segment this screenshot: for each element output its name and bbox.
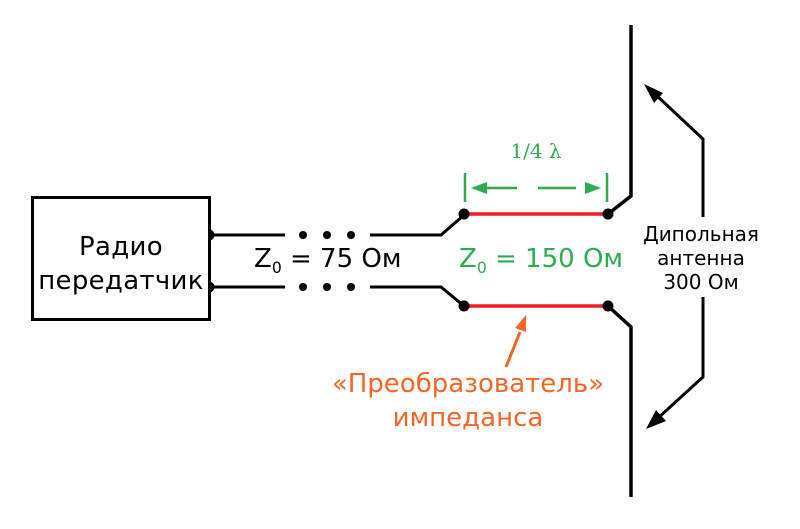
- impedance-subscript: 0: [476, 259, 487, 278]
- antenna-label-line1: Дипольная: [643, 222, 759, 246]
- transmitter-box: Радио передатчик: [31, 196, 211, 321]
- junction-dot: [602, 208, 614, 220]
- impedance-subscript: 0: [271, 259, 282, 278]
- junction-dot: [602, 300, 614, 312]
- feedline-impedance-label: Z0 = 75 Ом: [254, 244, 402, 276]
- break-dot: [323, 283, 331, 291]
- impedance-symbol: Z: [254, 244, 272, 274]
- antenna-arrow-upper-head: [644, 84, 663, 103]
- break-dot: [299, 231, 307, 239]
- antenna-arrow-lower-shaft: [656, 297, 705, 420]
- quarter-wave-label: 1/4 λ: [510, 139, 562, 163]
- break-dot: [347, 231, 355, 239]
- callout-arrow-shaft: [504, 331, 522, 368]
- transmitter-label-line1: Радио: [79, 231, 163, 262]
- junction-dot: [458, 208, 470, 220]
- antenna-label-line3: 300 Ом: [663, 270, 739, 294]
- callout-arrow-head: [515, 315, 526, 332]
- break-dot: [347, 283, 355, 291]
- dipole-upper-element: [606, 25, 633, 216]
- antenna-arrow-lower-head: [646, 410, 666, 429]
- dimension-arrow-left-head: [471, 182, 487, 194]
- break-dot: [299, 283, 307, 291]
- junction-dot: [458, 300, 470, 312]
- impedance-value: = 75 Ом: [281, 244, 402, 274]
- impedance-value: = 150 Ом: [486, 244, 624, 274]
- impedance-transformer-callout: «Преобразователь» импеданса: [328, 367, 608, 435]
- impedance-symbol: Z: [459, 244, 477, 274]
- callout-line1: «Преобразователь»: [331, 369, 605, 399]
- dimension-arrow-right-head: [585, 182, 601, 194]
- dipole-lower-element: [606, 304, 633, 497]
- feedline-top-wire-right: [370, 213, 465, 237]
- antenna-label: Дипольная антенна 300 Ом: [639, 222, 763, 294]
- callout-line2: импеданса: [392, 403, 544, 433]
- break-dot: [323, 231, 331, 239]
- feedline-bottom-wire-right: [370, 285, 465, 308]
- antenna-label-line2: антенна: [657, 246, 745, 270]
- transmitter-label-line2: передатчик: [38, 265, 204, 296]
- transformer-impedance-label: Z0 = 150 Ом: [459, 244, 624, 276]
- antenna-arrow-upper-shaft: [653, 92, 705, 217]
